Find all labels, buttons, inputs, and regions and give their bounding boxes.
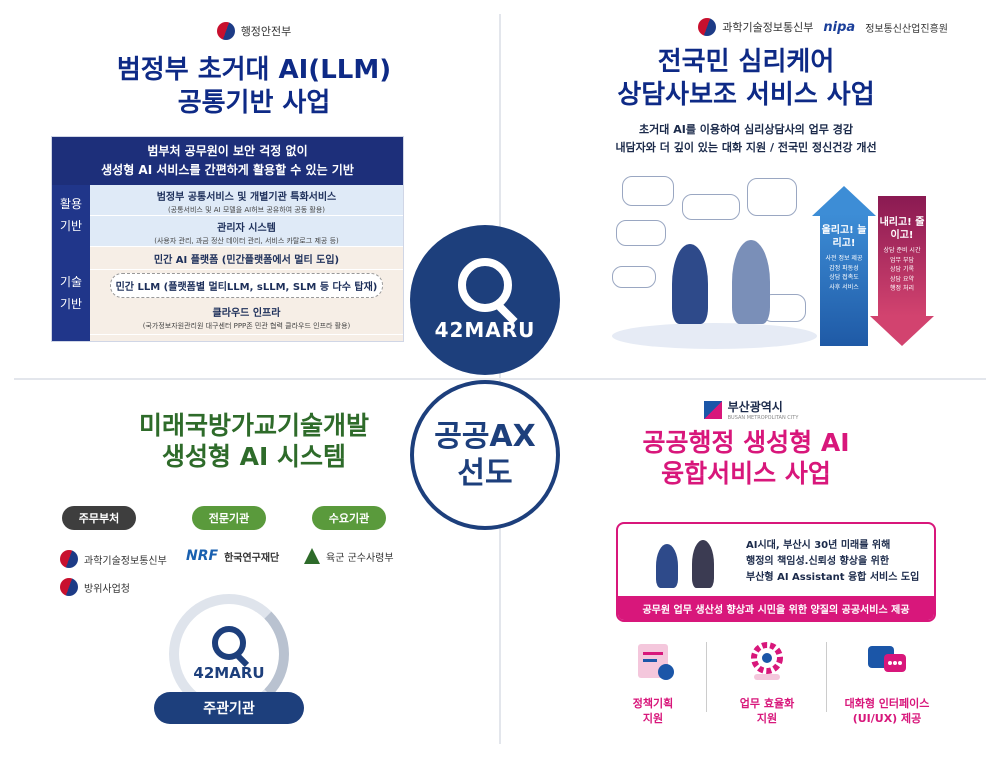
quadrant-busan-ai: 부산광역시 BUSAN METROPOLITAN CITY 공공행정 생성형 A… [506,384,986,744]
city-name: 부산광역시 [727,400,783,414]
increase-title: 올리고! 늘리고! [821,225,867,249]
business-people-illustration [648,536,733,591]
q-logo-icon [212,626,246,660]
demand-agency-pill: 수요기관 [312,506,386,530]
project-title: 공공행정 생성형 AI 융합서비스 사업 [642,428,850,489]
ministry-name: 과학기술정보통신부 [722,21,814,34]
service-interface: 대화형 인터페이스(UI/UX) 제공 [832,636,942,727]
project-title: 범정부 초거대 AI(LLM) 공통기반 사업 [116,55,392,118]
company-name: 42MARU [193,664,265,682]
nipa-name: 정보통신산업진흥원 [865,23,948,35]
org-dapa: 방위사업청 [60,578,130,596]
lead-ministry-pill: 주무부처 [62,506,136,530]
policy-planning-icon [628,636,678,686]
ax-line2: 선도 [457,456,513,491]
busan-logo: 부산광역시 BUSAN METROPOLITAN CITY [516,398,986,421]
architecture-table: 범부처 공무원이 보안 걱정 없이 생성형 AI 서비스를 간편하게 활용할 수… [51,136,404,342]
host-logo: 42MARU [184,609,274,699]
nipa-logo: nipa [823,19,856,35]
company-name: 42MARU [434,318,536,342]
org-nrf: NRF 한국연구재단 [186,548,280,564]
army-emblem-icon [304,548,320,564]
q-logo-icon [458,258,512,312]
ministry-name: 행정안전부 [240,25,292,38]
quadrant-mois-llm: 행정안전부 범정부 초거대 AI(LLM) 공통기반 사업 범부처 공무원이 보… [14,14,494,374]
org-msit: 과학기술정보통신부 [60,550,167,568]
taeguk-icon [60,550,78,568]
project-subtitle: 초거대 AI를 이용하여 심리상담사의 업무 경감 내담자와 더 깊이 있는 대… [615,123,877,154]
vision-box: AI시대, 부산시 30년 미래를 위해 행정의 책임성.신뢰성 향상을 위한 … [616,522,936,622]
cloud-infra-cell: 클라우드 인프라 (국가정보자원관리원 대구센터 PPP존 민관 협력 클라우드… [90,301,403,335]
service-separator [706,642,707,712]
public-ax-circle: 공공AX 선도 [410,380,560,530]
sponsor-logos: 과학기술정보통신부 nipa 정보통신산업진흥원 [506,14,986,36]
taeguk-icon [216,22,235,40]
vision-bar: 공무원 업무 생산성 향상과 시민을 위한 양질의 공공서비스 제공 [618,596,934,620]
private-llm-pill: 민간 LLM (플랫폼별 멀티LLM, sLLM, SLM 등 다수 탑재) [110,273,383,298]
taeguk-icon [698,18,717,36]
city-name-en: BUSAN METROPOLITAN CITY [727,415,799,421]
counseling-illustration [612,174,817,349]
expert-agency-pill: 전문기관 [192,506,266,530]
busan-emblem-icon [703,400,722,419]
chat-interface-icon [862,636,912,686]
service-separator [826,642,827,712]
ministry-logo: 행정안전부 [14,22,494,40]
nrf-logo: NRF [186,548,219,564]
ai-platform-cell: 민간 AI 플랫폼 (민간플랫폼에서 멀티 도입) [90,247,403,270]
table-header: 범부처 공무원이 보안 걱정 없이 생성형 AI 서비스를 간편하게 활용할 수… [52,137,403,185]
ax-line1: 공공AX [434,418,536,454]
project-title: 전국민 심리케어 상담사보조 서비스 사업 [617,47,875,110]
admin-system-cell: 관리자 시스템 (사용자 관리, 과금 정산 데이터 관리, 서비스 카탈로그 … [90,216,403,247]
company-logo-circle: 42MARU [410,225,560,375]
quadrant-defense-ai: 미래국방가교기술개발 생성형 AI 시스템 주무부처 전문기관 수요기관 과학기… [14,384,494,744]
decrease-title: 내리고! 줄이고! [879,217,925,241]
taeguk-icon [60,578,78,596]
efficiency-gear-icon [742,636,792,686]
host-org-pill: 주관기관 [154,692,304,724]
vertical-divider [499,14,501,744]
vision-text: AI시대, 부산시 30년 미래를 위해 행정의 책임성.신뢰성 향상을 위한 … [746,540,920,583]
org-army: 육군 군수사령부 [304,548,394,564]
quadrant-msit-psych: 과학기술정보통신부 nipa 정보통신산업진흥원 전국민 심리케어 상담사보조 … [506,14,986,374]
common-service-cell: 범정부 공통서비스 및 개별기관 특화서비스 (공통서비스 및 AI 모델을 A… [90,185,403,216]
project-title: 미래국방가교기술개발 생성형 AI 시스템 [138,411,369,472]
